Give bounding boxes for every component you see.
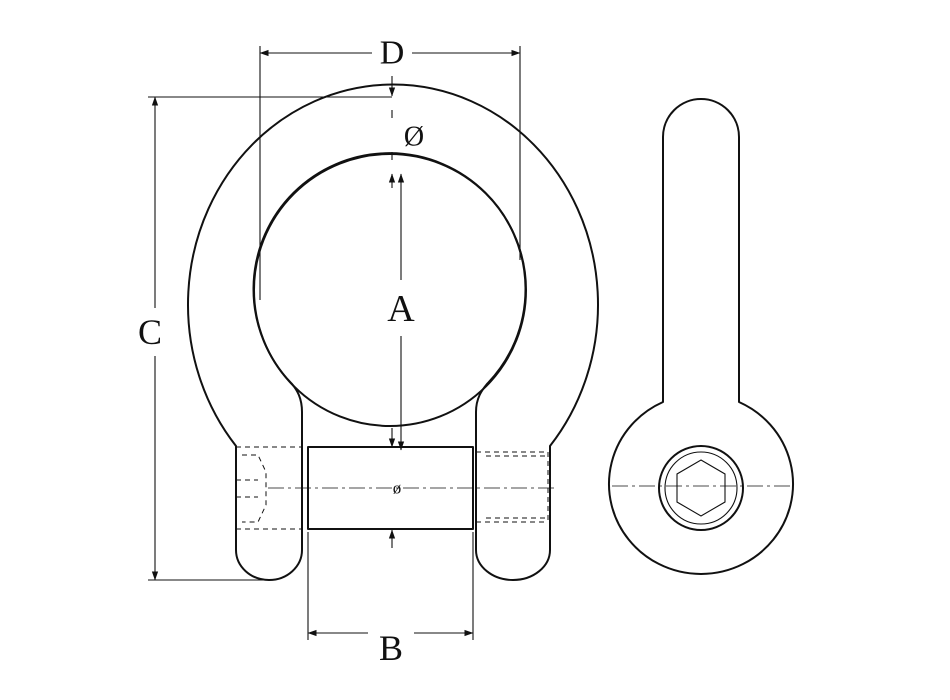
dimension-label-c: C xyxy=(138,312,162,352)
dimension-b: B xyxy=(307,532,474,668)
dimension-d: D xyxy=(259,35,521,300)
bow-diameter-symbol: Ø xyxy=(404,122,424,153)
pin-hidden-left xyxy=(236,446,302,530)
pin-head-outer-ring xyxy=(658,445,744,531)
shackle-bow-outer xyxy=(187,83,599,581)
shackle-bow-inner xyxy=(253,153,527,427)
shackle-front-view xyxy=(187,83,599,581)
dimension-label-a: A xyxy=(387,288,415,330)
dimension-a: A xyxy=(387,173,415,451)
hex-socket-icon xyxy=(676,459,726,517)
pin-hidden-right xyxy=(476,451,549,523)
shackle-side-view xyxy=(608,98,794,575)
side-view-outline xyxy=(608,98,794,575)
pin-diameter-symbol: ø xyxy=(393,479,402,498)
dimension-bow-diameter: Ø xyxy=(388,76,424,188)
dimension-c: C xyxy=(138,96,392,581)
dimension-pin-diameter: ø xyxy=(388,428,402,548)
pin-head-inner-ring xyxy=(664,451,738,525)
dimension-label-b: B xyxy=(379,628,403,668)
dimension-label-d: D xyxy=(380,35,405,72)
